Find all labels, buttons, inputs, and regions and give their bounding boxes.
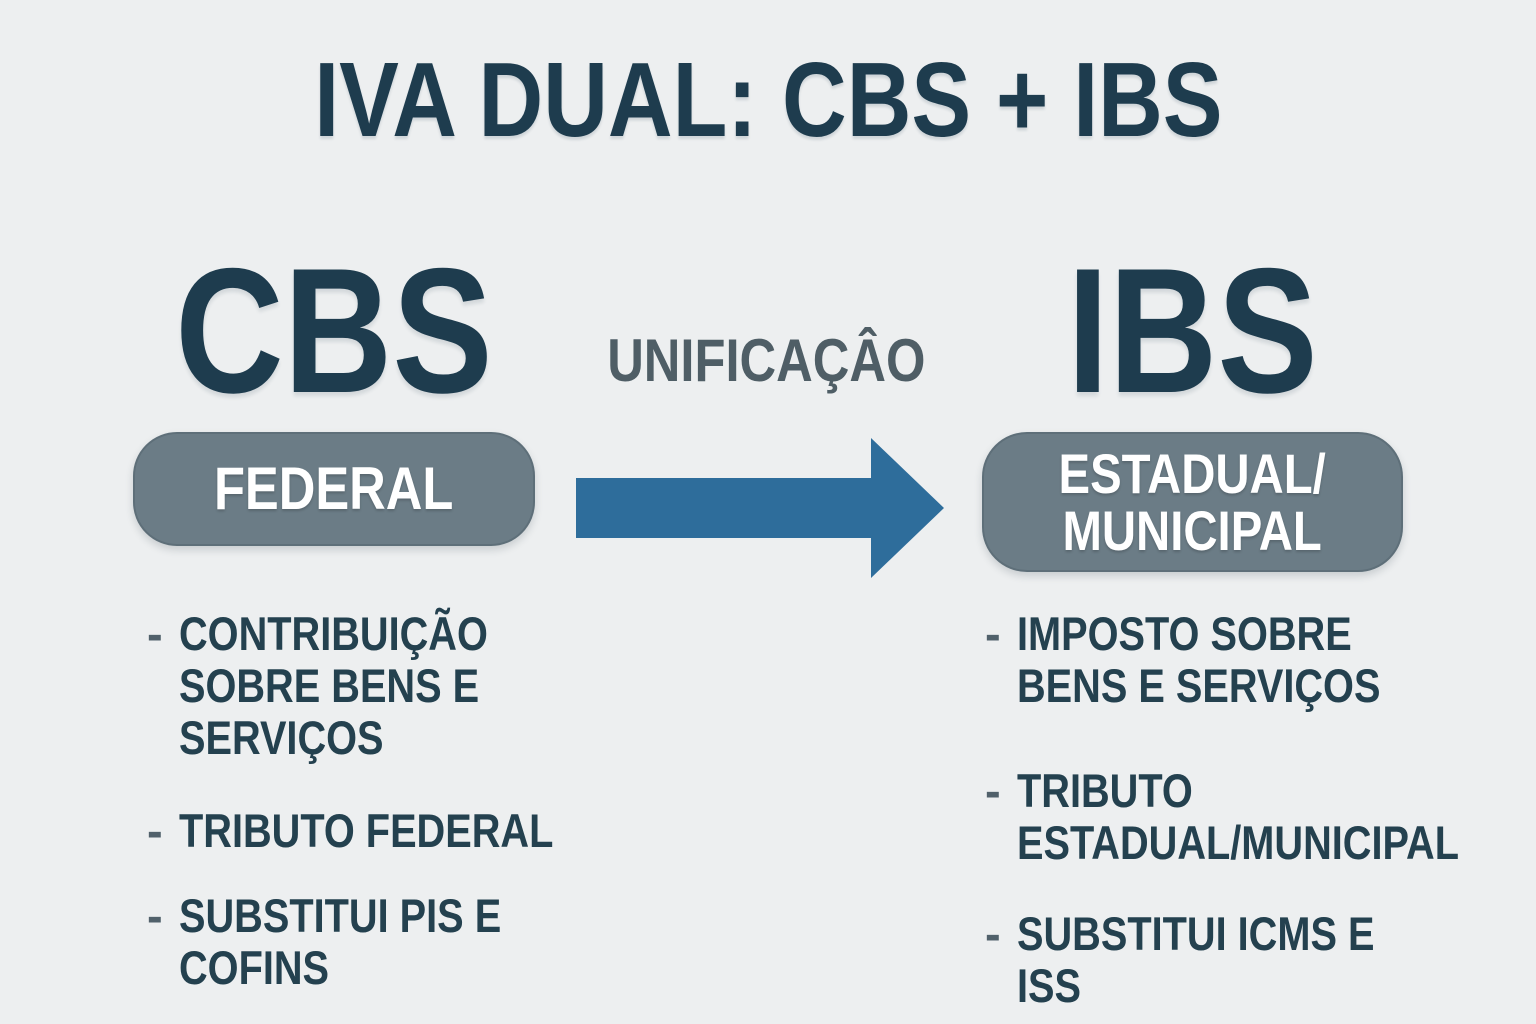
ibs-bullet-list: - IMPOSTO SOBRE BENS E SERVIÇOS - TRIBUT… (985, 608, 1485, 1012)
ibs-estadual-municipal-badge: ESTADUAL/ MUNICIPAL (982, 432, 1403, 572)
ibs-acronym: IBS (1067, 231, 1318, 430)
cbs-federal-badge: FEDERAL (133, 432, 535, 546)
unification-label: UNIFICAÇÂO (606, 327, 926, 394)
list-item: - SUBSTITUI ICMS E ISS (985, 908, 1485, 1012)
cbs-acronym: CBS (175, 231, 493, 430)
cbs-badge-label: FEDERAL (214, 455, 454, 522)
bullet-dash: - (147, 889, 163, 942)
bullet-dash: - (147, 804, 163, 857)
page-title: IVA DUAL: CBS + IBS (0, 44, 1536, 156)
right-arrow-icon (576, 438, 944, 578)
bullet-dash: - (147, 607, 163, 660)
bullet-dash: - (985, 764, 1001, 817)
right-arrow-shape (576, 438, 944, 578)
ibs-badge-label: ESTADUAL/ MUNICIPAL (1058, 442, 1327, 562)
list-item: - TRIBUTO FEDERAL (147, 805, 707, 857)
list-item: - CONTRIBUIÇÃO SOBRE BENS E SERVIÇOS (147, 608, 707, 764)
cbs-bullet-3: SUBSTITUI PIS E COFINS (179, 889, 502, 994)
list-item: - IMPOSTO SOBRE BENS E SERVIÇOS (985, 608, 1485, 712)
right-arrow-svg (576, 438, 944, 578)
ibs-bullet-1: IMPOSTO SOBRE BENS E SERVIÇOS (1017, 607, 1381, 712)
cbs-bullet-list: - CONTRIBUIÇÃO SOBRE BENS E SERVIÇOS - T… (147, 608, 707, 994)
ibs-bullet-3: SUBSTITUI ICMS E ISS (1017, 907, 1375, 1012)
bullet-dash: - (985, 607, 1001, 660)
cbs-bullet-1: CONTRIBUIÇÃO SOBRE BENS E SERVIÇOS (179, 607, 488, 764)
list-item: - SUBSTITUI PIS E COFINS (147, 890, 707, 994)
cbs-bullet-2: TRIBUTO FEDERAL (179, 804, 554, 857)
ibs-bullet-2: TRIBUTO ESTADUAL/MUNICIPAL (1017, 764, 1459, 869)
page-title-text: IVA DUAL: CBS + IBS (313, 41, 1223, 159)
list-item: - TRIBUTO ESTADUAL/MUNICIPAL (985, 765, 1485, 869)
bullet-dash: - (985, 907, 1001, 960)
